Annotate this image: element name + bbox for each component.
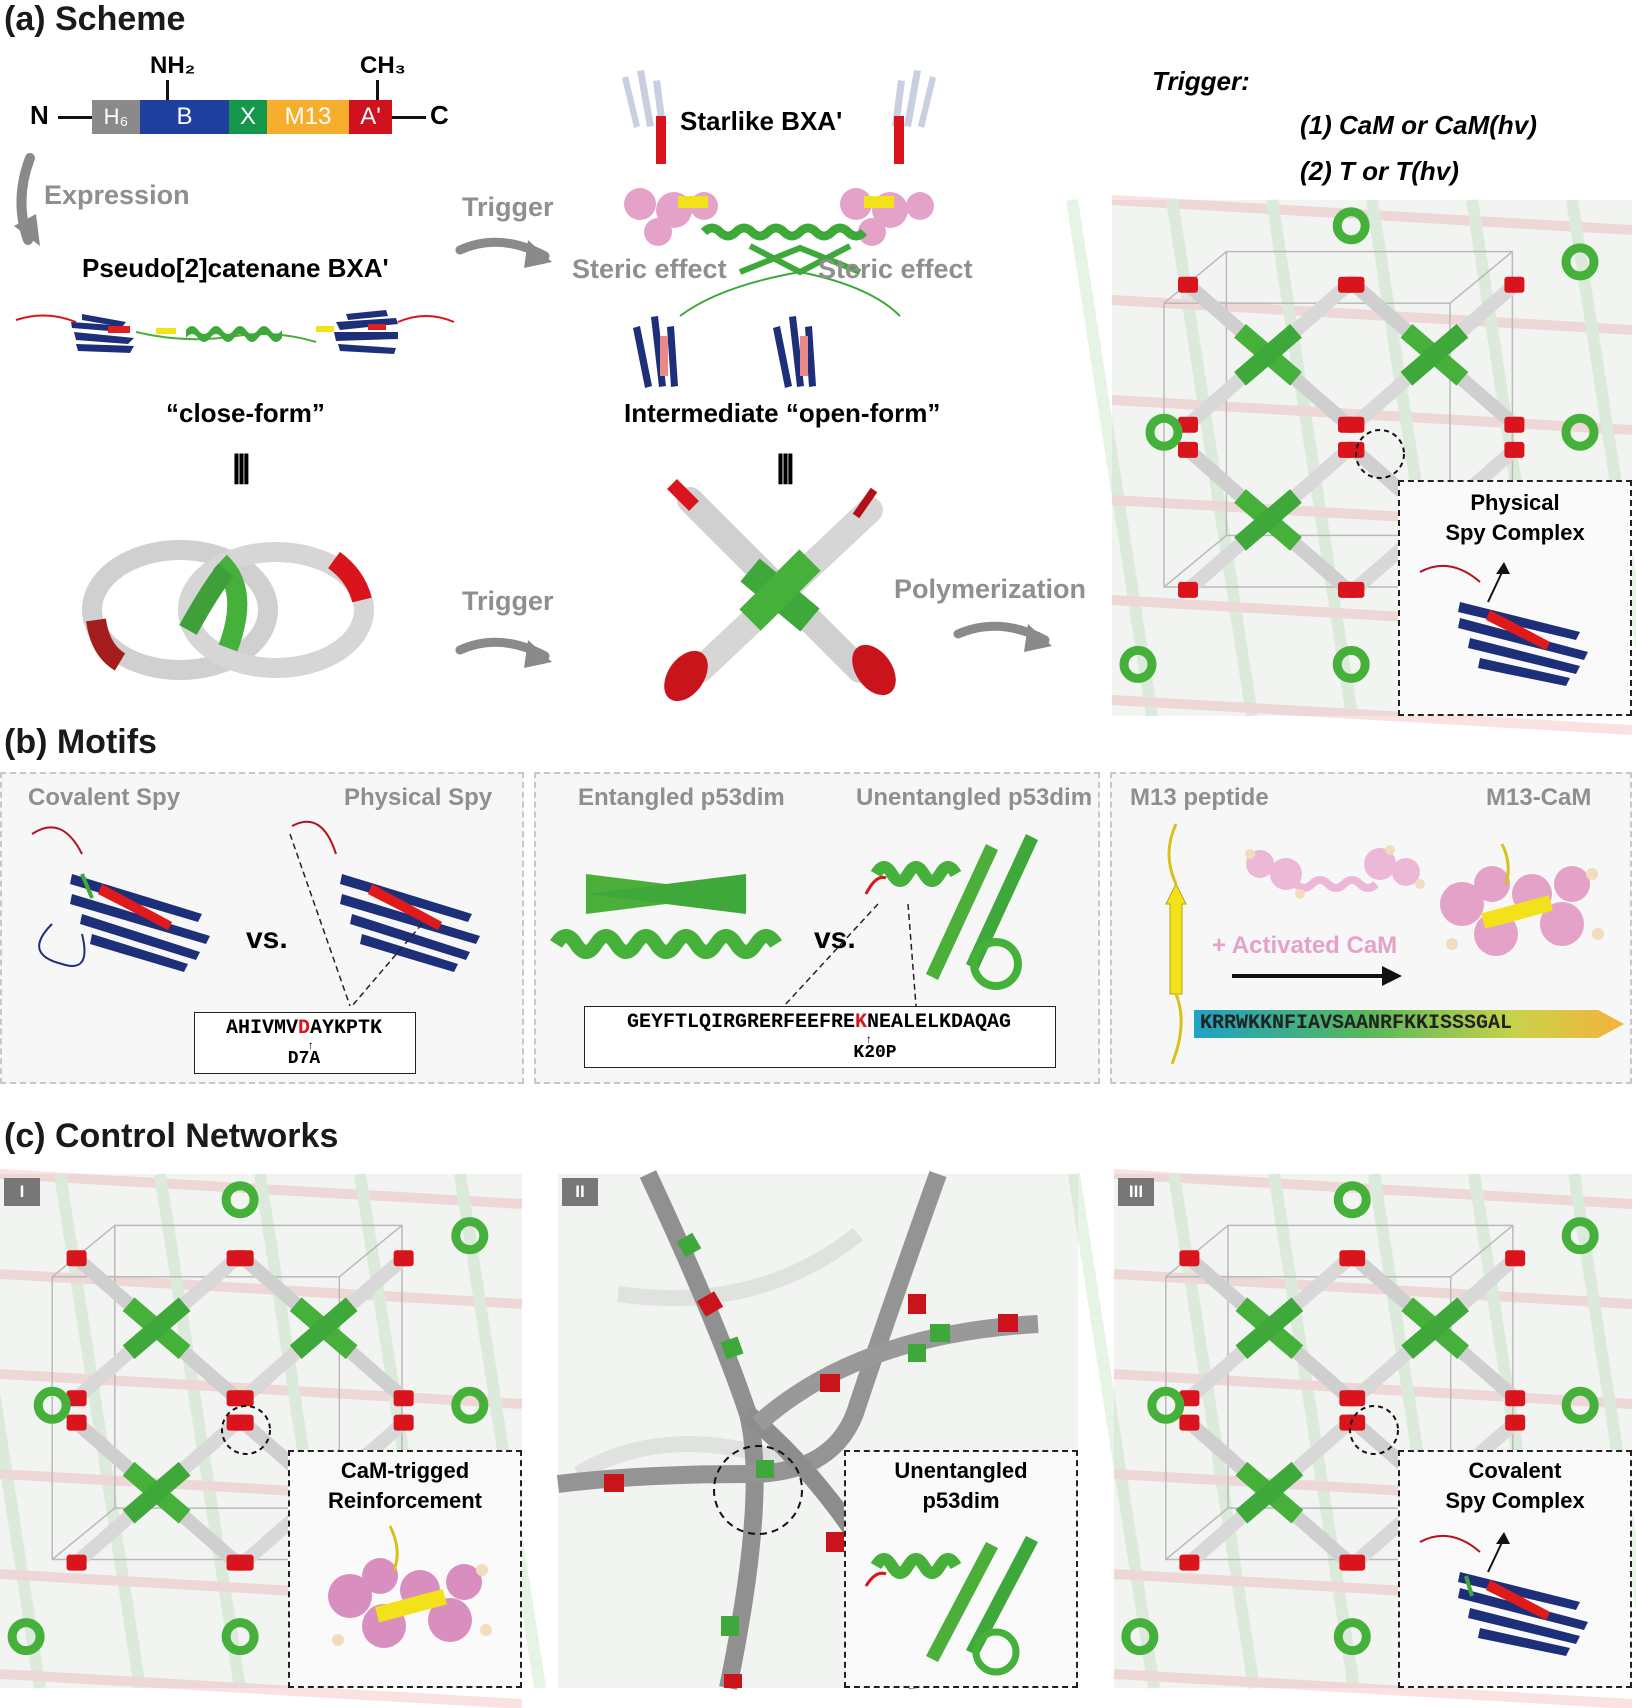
- p53-sequence-box: GEYFTLQIRGRERFEEFREKNEALELKDAQAG ↑ K20P: [584, 1006, 1056, 1068]
- motif-panel-spy: Covalent Spy Physical Spy vs. AHIVMVDAYK…: [0, 772, 524, 1084]
- spy-seq-post: AYKPTK: [310, 1017, 383, 1040]
- ch3-label: CH₃: [360, 52, 406, 79]
- physical-spy-label: Physical Spy: [344, 784, 493, 811]
- expression-arrow-icon: [14, 153, 40, 246]
- m13-cam-complex-structure: [1440, 843, 1604, 956]
- c-terminus-label: C: [430, 100, 449, 130]
- spy-seq-pre: AHIVMV: [225, 1017, 298, 1040]
- nh2-tick: [166, 80, 169, 100]
- section-c-title: (c) Control Networks: [4, 1117, 339, 1155]
- nh2-label: NH₂: [150, 52, 196, 79]
- n-terminus-label: N: [30, 100, 49, 130]
- section-a-title: (a) Scheme: [4, 0, 186, 38]
- polymerization-label: Polymerization: [894, 574, 1087, 604]
- panel-3-badge: III: [1118, 1178, 1154, 1206]
- ch3-tick: [376, 80, 379, 100]
- m13-peptide-structure: [1165, 823, 1187, 1065]
- entangled-p53-label: Entangled p53dim: [578, 784, 785, 811]
- cam-complex-icon: [328, 1525, 492, 1648]
- m13-cam-label: M13-CaM: [1486, 784, 1592, 811]
- binding-arrow-icon: [1232, 966, 1402, 986]
- m13-sequence: KRRWKKNFIAVSAANRFKKISSSGAL: [1200, 1012, 1513, 1035]
- m13-peptide-label: M13 peptide: [1130, 784, 1269, 811]
- steric-effect-left: Steric effect: [572, 254, 727, 284]
- spy-complex-structure: [1419, 562, 1588, 686]
- inset-cam-reinforcement: CaM-trigged Reinforcement: [288, 1450, 522, 1688]
- inset-unentangled-p53: Unentangled p53dim: [844, 1450, 1078, 1688]
- trigger-header: Trigger:: [1152, 66, 1250, 96]
- inset-covalent-spy: Covalent Spy Complex: [1398, 1450, 1632, 1688]
- entangled-p53-structure: [550, 874, 782, 959]
- p53-mutation-arrow: ↑: [865, 1033, 873, 1047]
- p53-dimer-icon: [864, 1536, 1038, 1676]
- segment-x: X: [229, 100, 267, 134]
- trigger-label-bottom: Trigger: [462, 586, 554, 616]
- p53-seq-mutation-site: K: [855, 1011, 868, 1034]
- trigger-item-2: (2) T or T(hv): [1300, 156, 1459, 186]
- open-form-label: Intermediate “open-form”: [624, 398, 941, 428]
- inset-covalent-spy-label: Covalent Spy Complex: [1445, 1458, 1585, 1513]
- p53-seq-post: NEALELKDAQAG: [867, 1011, 1012, 1034]
- zoom-lines-2: [783, 903, 917, 1007]
- close-form-label: “close-form”: [166, 398, 325, 428]
- covalent-spy-icon: [1419, 1532, 1588, 1656]
- segment-m13: M13: [267, 100, 349, 134]
- activated-cam-label: + Activated CaM: [1212, 932, 1397, 960]
- section-b-title: (b) Motifs: [4, 723, 157, 761]
- vs-label-2: vs.: [814, 922, 856, 955]
- p53-sequence: GEYFTLQIRGRERFEEFREKNEALELKDAQAG: [585, 1011, 1053, 1034]
- zoom-lines-1: [289, 833, 423, 1007]
- equivalence-mark-1: |||: [232, 448, 251, 484]
- spy-seq-mutation-site: D: [297, 1017, 310, 1040]
- starlike-structure: [622, 70, 936, 388]
- segment-b: B: [140, 100, 229, 134]
- c-linker: [392, 116, 426, 119]
- trigger-arrow-top-icon: [455, 237, 1052, 668]
- control-panel-2: [556, 1170, 1078, 1690]
- inset-cam-label: CaM-trigged Reinforcement: [327, 1458, 483, 1513]
- highlight-circle-a: [1355, 429, 1405, 479]
- trigger-item-1: (1) CaM or CaM(hv): [1300, 110, 1537, 140]
- m13-sequence-arrow: KRRWKKNFIAVSAANRFKKISSSGAL: [1194, 1010, 1624, 1038]
- highlight-circle-2: [713, 1445, 803, 1535]
- expression-label: Expression: [44, 180, 190, 210]
- spy-mutation-arrow: ↑: [307, 1039, 315, 1053]
- close-form-protein: [15, 310, 455, 354]
- starlike-label: Starlike BXA': [680, 106, 843, 136]
- open-form-x-shape: [664, 479, 896, 702]
- segment-a-prime: A': [349, 100, 392, 134]
- unentangled-p53-label: Unentangled p53dim: [856, 784, 1093, 811]
- covalent-spy-structure: [31, 826, 210, 972]
- spy-sequence: AHIVMVDAYKPTK: [195, 1017, 413, 1040]
- catenane-rings: [82, 540, 374, 680]
- unentangled-p53-structure: [864, 834, 1038, 990]
- pseudo-catenane-title: Pseudo[2]catenane BXA': [82, 253, 389, 283]
- n-linker: [58, 116, 92, 119]
- highlight-circle-3: [1349, 1405, 1399, 1455]
- spy-sequence-box: AHIVMVDAYKPTK ↑ D7A: [194, 1012, 416, 1074]
- inset-p53-label: Unentangled p53dim: [894, 1458, 1028, 1513]
- construct-bar: H₆ B X M13 A': [92, 100, 392, 134]
- activated-cam-structure: [1245, 845, 1425, 899]
- covalent-spy-label: Covalent Spy: [28, 784, 181, 811]
- network-lattice-a: [1066, 195, 1636, 735]
- physical-spy-structure: [291, 820, 480, 972]
- equivalence-mark-2: |||: [776, 448, 795, 484]
- panel-1-badge: I: [4, 1178, 40, 1206]
- inset-physical-spy-label: Physical Spy Complex: [1445, 490, 1585, 545]
- p53-mutation-label: K20P: [853, 1043, 897, 1063]
- inset-physical-spy: Physical Spy Complex: [1398, 480, 1632, 716]
- panel-2-badge: II: [562, 1178, 598, 1206]
- activated-cam-text: + Activated CaM: [1212, 932, 1398, 959]
- trigger-label-top: Trigger: [462, 192, 554, 222]
- spy-mutation-label: D7A: [287, 1049, 321, 1069]
- vs-label-1: vs.: [246, 922, 288, 955]
- motif-panel-p53: Entangled p53dim Unentangled p53dim vs. …: [534, 772, 1100, 1084]
- p53-seq-pre: GEYFTLQIRGRERFEEFRE: [626, 1011, 855, 1034]
- steric-effect-right: Steric effect: [818, 254, 973, 284]
- highlight-circle-1: [221, 1405, 271, 1455]
- segment-h6: H₆: [92, 100, 140, 134]
- motif-panel-m13: M13 peptide M13-CaM + Activated CaM KRRW…: [1110, 772, 1632, 1084]
